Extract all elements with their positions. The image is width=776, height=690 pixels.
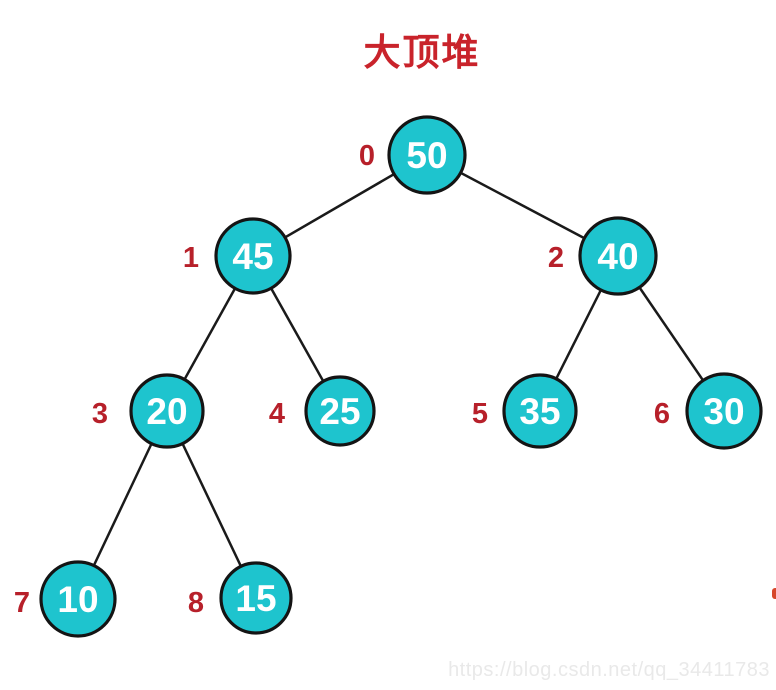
heap-node-value: 15 bbox=[235, 578, 276, 619]
heap-node-value: 10 bbox=[57, 579, 98, 620]
heap-node: 20 3 bbox=[92, 373, 205, 449]
heap-node-index: 6 bbox=[654, 398, 670, 430]
heap-node-circle bbox=[219, 561, 293, 635]
watermark-url: https://blog.csdn.net/qq_34411783 bbox=[448, 659, 770, 681]
diagram-title: 大顶堆 bbox=[363, 32, 481, 73]
heap-node: 25 4 bbox=[269, 375, 376, 447]
heap-node: 10 7 bbox=[14, 560, 117, 638]
heap-node-value: 25 bbox=[319, 391, 360, 432]
heap-node-circle bbox=[214, 217, 292, 295]
heap-node-index: 8 bbox=[188, 587, 204, 619]
heap-node: 40 2 bbox=[548, 216, 658, 296]
heap-node: 50 0 bbox=[359, 115, 467, 195]
heap-node: 15 8 bbox=[188, 561, 293, 635]
heap-node: 30 6 bbox=[654, 372, 763, 450]
heap-node-index: 1 bbox=[183, 242, 199, 274]
heap-node-index: 2 bbox=[548, 242, 564, 274]
heap-node-value: 35 bbox=[519, 391, 560, 432]
heap-node-value: 50 bbox=[406, 135, 447, 176]
heap-node-circle bbox=[387, 115, 467, 195]
heap-node-circle bbox=[304, 375, 376, 447]
heap-node-index: 7 bbox=[14, 587, 30, 619]
heap-node-index: 4 bbox=[269, 398, 285, 430]
heap-node-value: 30 bbox=[703, 391, 744, 432]
heap-node-value: 45 bbox=[232, 236, 273, 277]
heap-node-index: 3 bbox=[92, 398, 108, 430]
heap-node-index: 0 bbox=[359, 140, 375, 172]
heap-node-index: 5 bbox=[472, 398, 488, 430]
tree-nodes: 50 0 45 1 40 2 20 3 25 4 35 5 30 6 10 7 15 8 bbox=[14, 115, 763, 638]
heap-node-circle bbox=[578, 216, 658, 296]
heap-node-circle bbox=[129, 373, 205, 449]
heap-node: 35 5 bbox=[472, 373, 578, 449]
heap-node-value: 20 bbox=[146, 391, 187, 432]
right-edge-red-mark bbox=[772, 588, 776, 599]
heap-node-value: 40 bbox=[597, 236, 638, 277]
heap-node-circle bbox=[502, 373, 578, 449]
heap-node-circle bbox=[39, 560, 117, 638]
heap-node-circle bbox=[685, 372, 763, 450]
heap-node: 45 1 bbox=[183, 217, 292, 295]
